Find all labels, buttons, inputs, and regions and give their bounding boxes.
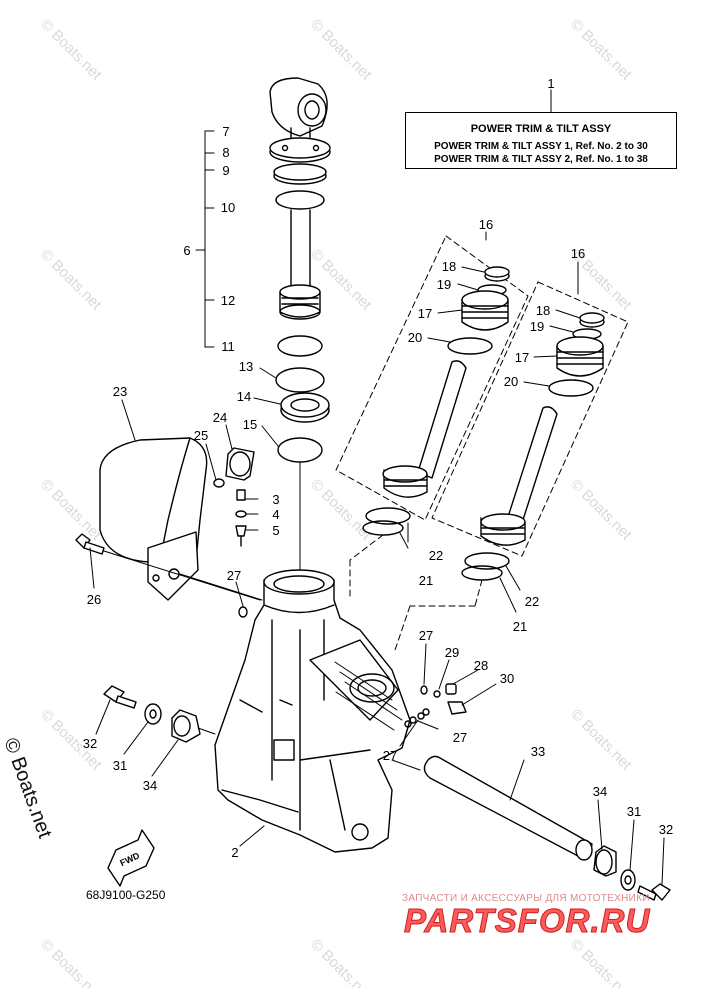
reservoir-cover [99, 437, 208, 601]
callout-14: 14 [237, 389, 251, 404]
callout-18b: 18 [536, 303, 550, 318]
callout-4: 4 [272, 507, 279, 522]
callout-6: 6 [183, 243, 190, 258]
callout-21b: 21 [513, 619, 527, 634]
diagram-code: 68J9100-G250 [86, 888, 166, 902]
watermark: © Boats.net [307, 476, 375, 544]
callout-25: 25 [194, 428, 208, 443]
trim-cylinder-1 [335, 235, 529, 536]
callout-18: 18 [442, 259, 456, 274]
callout-23: 23 [113, 384, 127, 399]
callout-12: 12 [221, 293, 235, 308]
callout-bracket-6 [195, 130, 215, 348]
callout-11: 11 [221, 339, 235, 354]
callout-31: 31 [113, 758, 127, 773]
callout-16: 16 [479, 217, 493, 232]
callout-leaders [89, 89, 665, 885]
trim-cylinder-2 [431, 281, 629, 581]
watermark: © Boats.net [37, 936, 105, 988]
callout-34b: 34 [593, 784, 607, 799]
callout-9: 9 [222, 163, 229, 178]
callout-26: 26 [87, 592, 101, 607]
callout-1: 1 [547, 76, 554, 91]
callout-27c: 27 [453, 730, 467, 745]
watermark: © Boats.net [37, 476, 105, 544]
callout-8: 8 [222, 145, 229, 160]
watermark: © Boats.net [307, 936, 375, 988]
callout-27b: 27 [419, 628, 433, 643]
watermark: © Boats.net [567, 936, 635, 988]
callout-15: 15 [243, 417, 257, 432]
callout-17b: 17 [515, 350, 529, 365]
watermark: © Boats.net [567, 706, 635, 774]
tilt-rod-assembly [269, 77, 331, 576]
callout-22b: 22 [525, 594, 539, 609]
callout-21: 21 [419, 573, 433, 588]
callout-31b: 31 [627, 804, 641, 819]
small-fittings [238, 606, 467, 728]
callout-32: 32 [83, 736, 97, 751]
callout-30: 30 [500, 671, 514, 686]
callout-2: 2 [231, 845, 238, 860]
callout-16b: 16 [571, 246, 585, 261]
watermark: © Boats.net [567, 476, 635, 544]
callout-33: 33 [531, 744, 545, 759]
legend-title: POWER TRIM & TILT ASSY [470, 123, 612, 135]
shop-logo: PARTSFOR.RU [403, 902, 651, 940]
callout-10: 10 [221, 200, 235, 215]
legend-line-1: POWER TRIM & TILT ASSY 1, Ref. No. 2 to … [434, 141, 648, 152]
reservoir-leader [179, 573, 263, 601]
callout-3: 3 [272, 492, 279, 507]
fwd-arrow-icon [107, 829, 155, 887]
trim-leader-lines [349, 534, 483, 651]
callout-29: 29 [445, 645, 459, 660]
bolt-26 [75, 533, 261, 601]
callout-20b: 20 [504, 374, 518, 389]
shop-tagline: ЗАПЧАСТИ И АКСЕССУАРЫ ДЛЯ МОТОТЕХНИКИ [402, 893, 650, 904]
callout-19b: 19 [530, 319, 544, 334]
callout-28: 28 [474, 658, 488, 673]
legend-line-2: POWER TRIM & TILT ASSY 2, Ref. No. 1 to … [434, 154, 648, 165]
callout-24: 24 [213, 410, 227, 425]
callout-17: 17 [418, 306, 432, 321]
right-pin-hardware [593, 845, 671, 901]
trim-tilt-body [214, 569, 411, 853]
watermark: © Boats.net [37, 16, 105, 84]
callout-5: 5 [272, 523, 279, 538]
left-pin-hardware [103, 685, 216, 743]
watermark: © Boats.net [37, 246, 105, 314]
callout-34: 34 [143, 778, 157, 793]
callout-13: 13 [239, 359, 253, 374]
callout-27d: 27 [383, 748, 397, 763]
callout-22: 22 [429, 548, 443, 563]
legend-box: POWER TRIM & TILT ASSY POWER TRIM & TILT… [405, 112, 677, 169]
callout-27: 27 [227, 568, 241, 583]
tilt-pin [391, 755, 593, 861]
small-parts [213, 447, 255, 547]
watermark: © Boats.net [567, 16, 635, 84]
callout-20: 20 [408, 330, 422, 345]
callout-32b: 32 [659, 822, 673, 837]
watermark: © Boats.net [307, 16, 375, 84]
callout-7: 7 [222, 124, 229, 139]
callout-19: 19 [437, 277, 451, 292]
